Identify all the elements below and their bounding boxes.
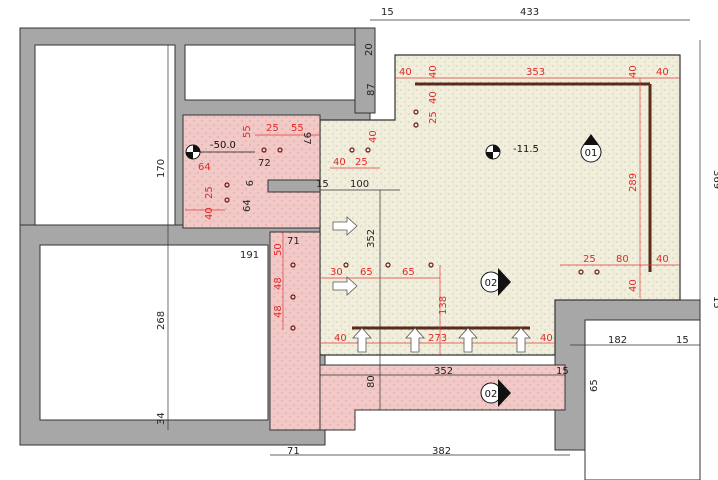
- svg-text:40: 40: [428, 91, 439, 104]
- svg-text:353: 353: [526, 67, 545, 78]
- svg-text:80: 80: [616, 254, 629, 265]
- svg-text:170: 170: [156, 159, 167, 178]
- svg-text:15: 15: [316, 179, 329, 190]
- svg-text:433: 433: [520, 7, 539, 18]
- svg-text:71: 71: [287, 446, 300, 457]
- svg-text:71: 71: [287, 236, 300, 247]
- white-rooms: [34, 44, 701, 480]
- corridor-floor-horizontal: [319, 364, 566, 431]
- arrow-right-icon: [332, 216, 358, 236]
- svg-text:138: 138: [438, 296, 449, 315]
- svg-text:100: 100: [350, 179, 369, 190]
- svg-text:369: 369: [711, 170, 718, 189]
- svg-text:40: 40: [656, 67, 669, 78]
- fixture-points: [224, 109, 600, 331]
- red-dimension-labels: 40 40 353 40 40 40 25 289 40 40 80 25 30…: [198, 65, 669, 344]
- arrow-up-icon: [405, 327, 425, 353]
- level-label: -11.5: [513, 144, 539, 155]
- svg-text:65: 65: [589, 379, 600, 392]
- svg-text:20: 20: [364, 43, 375, 56]
- svg-text:48: 48: [273, 277, 284, 290]
- svg-text:65: 65: [360, 267, 373, 278]
- arrow-up-icon: [511, 327, 531, 353]
- svg-text:40: 40: [628, 65, 639, 78]
- arrow-right-icon: [332, 276, 358, 296]
- level-marker-main: -11.5: [485, 144, 539, 160]
- svg-text:65: 65: [402, 267, 415, 278]
- svg-text:80: 80: [366, 375, 377, 388]
- svg-text:55: 55: [291, 123, 304, 134]
- main-room-floor: [319, 54, 681, 356]
- left-room-floor: [182, 114, 321, 229]
- svg-text:40: 40: [428, 65, 439, 78]
- svg-text:15: 15: [711, 296, 718, 309]
- svg-text:72: 72: [258, 158, 271, 169]
- arrow-up-icon: [458, 327, 478, 353]
- svg-text:40: 40: [204, 207, 215, 220]
- svg-text:64: 64: [198, 162, 211, 173]
- svg-text:9: 9: [243, 180, 254, 186]
- svg-text:34: 34: [156, 412, 167, 425]
- svg-text:40: 40: [368, 130, 379, 143]
- svg-text:289: 289: [628, 173, 639, 192]
- corridor-floor-vertical: [269, 231, 321, 431]
- svg-text:25: 25: [204, 186, 215, 199]
- svg-text:02: 02: [485, 278, 498, 289]
- dimension-labels: 15 433 20 87 170 268 34 191 71 100 15 72…: [156, 7, 718, 457]
- svg-text:191: 191: [240, 250, 259, 261]
- svg-text:40: 40: [333, 157, 346, 168]
- svg-text:15: 15: [676, 335, 689, 346]
- svg-text:01: 01: [585, 148, 598, 159]
- handrails: [352, 82, 652, 330]
- svg-text:268: 268: [156, 311, 167, 330]
- svg-text:15: 15: [381, 7, 394, 18]
- svg-text:40: 40: [399, 67, 412, 78]
- section-tag-01: 01: [580, 134, 602, 163]
- svg-text:40: 40: [656, 254, 669, 265]
- svg-text:382: 382: [432, 446, 451, 457]
- svg-text:352: 352: [434, 366, 453, 377]
- svg-text:40: 40: [628, 279, 639, 292]
- svg-text:25: 25: [266, 123, 279, 134]
- section-tag-02b: 02: [480, 379, 511, 407]
- section-tag-02: 02: [480, 268, 511, 296]
- svg-text:30: 30: [330, 267, 343, 278]
- svg-text:87: 87: [366, 83, 377, 96]
- svg-text:02: 02: [485, 389, 498, 400]
- svg-text:182: 182: [608, 335, 627, 346]
- level-marker-left: -50.0: [185, 140, 255, 160]
- partition-wall: [267, 179, 321, 193]
- svg-text:97: 97: [301, 132, 312, 145]
- stair-arrows: [332, 216, 531, 353]
- svg-text:55: 55: [242, 125, 253, 138]
- svg-text:15: 15: [556, 366, 569, 377]
- svg-text:48: 48: [273, 305, 284, 318]
- svg-text:352: 352: [366, 229, 377, 248]
- svg-text:25: 25: [428, 111, 439, 124]
- dimension-lines: [167, 19, 701, 456]
- svg-text:40: 40: [334, 333, 347, 344]
- svg-text:25: 25: [583, 254, 596, 265]
- svg-text:40: 40: [540, 333, 553, 344]
- svg-text:25: 25: [355, 157, 368, 168]
- svg-text:273: 273: [428, 333, 447, 344]
- svg-text:50: 50: [273, 243, 284, 256]
- level-label: -50.0: [210, 140, 236, 151]
- svg-text:64: 64: [242, 199, 253, 212]
- arrow-up-icon: [352, 327, 372, 353]
